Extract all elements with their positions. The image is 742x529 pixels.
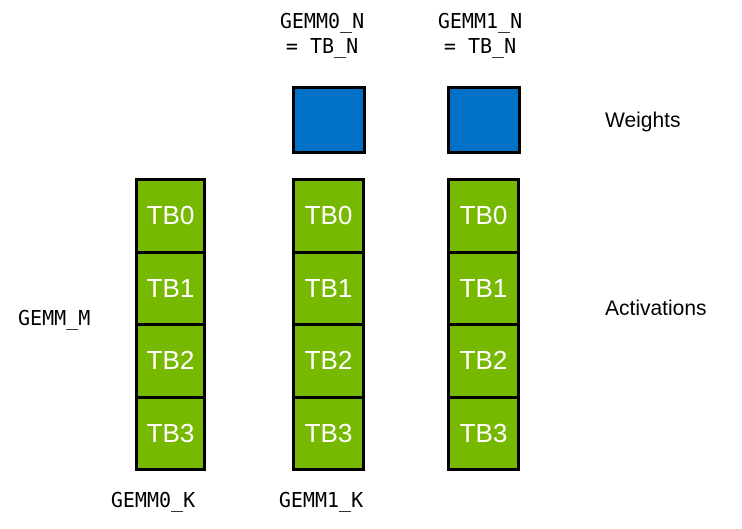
tb-cell: TB3 xyxy=(295,398,362,468)
activations-label: Activations xyxy=(605,297,707,320)
tb-cell: TB0 xyxy=(295,181,362,254)
gemm1-k-label: GEMM1_K xyxy=(278,488,364,512)
gemm1-n-label: GEMM1_N = TB_N xyxy=(410,9,550,59)
gemm1-n-label-line2: = TB_N xyxy=(443,34,517,58)
gemm0-weights-block xyxy=(292,86,366,154)
tb-cell: TB1 xyxy=(138,253,203,326)
gemm0-k-label: GEMM0_K xyxy=(110,488,196,512)
tb-cell: TB2 xyxy=(138,326,203,399)
gemm1-weights-block xyxy=(447,86,521,154)
tb-cell: TB3 xyxy=(450,398,517,468)
gemm1-n-label-line1: GEMM1_N xyxy=(437,9,523,33)
tb-cell: TB0 xyxy=(450,181,517,254)
gemm0-n-label-line2: = TB_N xyxy=(285,34,359,58)
gemm0-n-label-line1: GEMM0_N xyxy=(279,9,365,33)
activations-column-gemm0: TB0 TB1 TB2 TB3 xyxy=(135,178,206,471)
tb-cell: TB0 xyxy=(138,181,203,254)
tb-cell: TB1 xyxy=(450,253,517,326)
gemm0-n-label: GEMM0_N = TB_N xyxy=(252,9,392,59)
weights-label: Weights xyxy=(605,109,681,132)
activations-column-output: TB0 TB1 TB2 TB3 xyxy=(447,178,520,471)
gemm-m-label: GEMM_M xyxy=(18,306,91,330)
tb-cell: TB2 xyxy=(295,326,362,399)
tb-cell: TB1 xyxy=(295,253,362,326)
tb-cell: TB2 xyxy=(450,326,517,399)
activations-column-gemm1: TB0 TB1 TB2 TB3 xyxy=(292,178,365,471)
tb-cell: TB3 xyxy=(138,398,203,468)
